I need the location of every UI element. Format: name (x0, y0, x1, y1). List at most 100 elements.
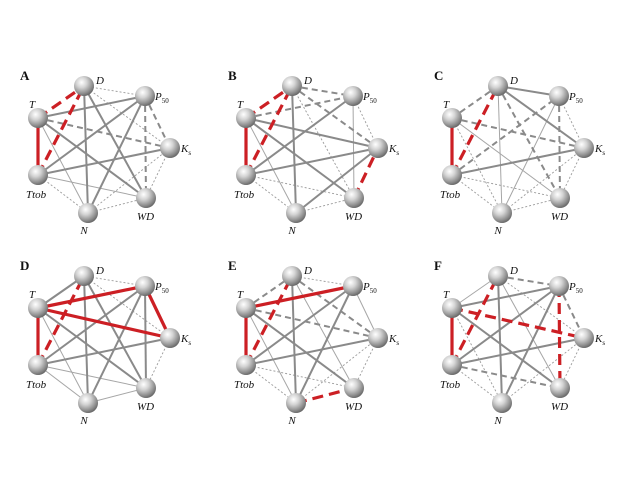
edge-d-n (497, 85, 503, 214)
edge-ttob-ks (451, 147, 585, 176)
node-label-ttob: Ttob (26, 189, 47, 201)
edge-t-n (37, 307, 89, 404)
node-label-wd: WD (345, 211, 362, 223)
node-label-ks: Ks (388, 333, 399, 347)
node-label-t: T (29, 289, 36, 301)
node-d (488, 76, 508, 96)
edge-t-ks (451, 117, 585, 149)
node-ks (574, 328, 594, 348)
edge-d-wd (497, 275, 561, 389)
node-p50 (549, 276, 569, 296)
edge-t-wd (451, 117, 561, 199)
node-ttob (442, 355, 462, 375)
edge-ttob-wd (451, 364, 561, 389)
node-n (286, 203, 306, 223)
node-ks (368, 138, 388, 158)
panel-letter: C (434, 68, 443, 83)
edge-p50-wd (352, 95, 355, 199)
node-label-n: N (287, 415, 296, 427)
edge-t-ks (37, 117, 171, 149)
edge-ttob-ks (245, 147, 379, 176)
edge-d-n (83, 275, 89, 404)
edge-ttob-ks (451, 337, 585, 366)
node-label-n: N (79, 225, 88, 237)
node-label-p50: P50 (154, 91, 169, 105)
node-n (286, 393, 306, 413)
edge-n-ks (295, 337, 379, 404)
node-label-n: N (79, 415, 88, 427)
node-label-t: T (29, 99, 36, 111)
edge-d-ks (83, 275, 171, 339)
edge-n-ks (501, 337, 585, 404)
edge-n-p50 (501, 95, 560, 214)
edge-d-n (291, 275, 297, 404)
node-label-p50: P50 (362, 91, 377, 105)
node-ks (160, 328, 180, 348)
node-label-n: N (287, 225, 296, 237)
node-d (488, 266, 508, 286)
edge-n-p50 (87, 95, 146, 214)
node-d (282, 76, 302, 96)
node-label-t: T (443, 99, 450, 111)
node-label-p50: P50 (568, 91, 583, 105)
edge-d-wd (83, 85, 147, 199)
edge-d-n (291, 85, 297, 214)
node-label-wd: WD (137, 401, 154, 413)
node-wd (550, 188, 570, 208)
edge-t-wd (245, 117, 355, 199)
edge-d-wd (291, 85, 355, 199)
edge-t-p50 (245, 284, 354, 310)
node-label-wd: WD (345, 401, 362, 413)
edge-t-n (245, 307, 297, 404)
node-ks (368, 328, 388, 348)
node-ttob (442, 165, 462, 185)
node-label-d: D (303, 75, 312, 87)
node-label-t: T (237, 289, 244, 301)
node-t (236, 298, 256, 318)
node-t (28, 298, 48, 318)
edge-ttob-ks (37, 147, 171, 176)
edge-t-ks (245, 117, 379, 149)
node-p50 (343, 86, 363, 106)
node-label-ttob: Ttob (234, 379, 255, 391)
node-ks (160, 138, 180, 158)
node-label-p50: P50 (362, 281, 377, 295)
edge-ttob-wd (451, 174, 561, 199)
edge-t-wd (37, 307, 147, 389)
node-label-wd: WD (551, 211, 568, 223)
node-n (78, 203, 98, 223)
node-label-wd: WD (137, 211, 154, 223)
edge-t-n (245, 117, 297, 214)
node-t (442, 108, 462, 128)
edge-t-p50 (451, 285, 560, 309)
node-label-ttob: Ttob (440, 189, 461, 201)
edge-d-n (497, 275, 503, 404)
node-ks (574, 138, 594, 158)
edge-t-ks (245, 307, 379, 339)
node-t (28, 108, 48, 128)
edge-t-n (451, 307, 503, 404)
node-label-n: N (493, 415, 502, 427)
edge-ttob-p50 (37, 95, 146, 176)
edge-t-p50 (245, 95, 354, 119)
edge-ttob-p50 (451, 95, 560, 176)
edge-ttob-wd (245, 174, 355, 199)
node-label-d: D (95, 265, 104, 277)
edge-t-n (37, 117, 89, 214)
node-p50 (343, 276, 363, 296)
node-label-ttob: Ttob (440, 379, 461, 391)
node-label-p50: P50 (568, 281, 583, 295)
node-label-ks: Ks (594, 333, 605, 347)
edge-d-wd (83, 275, 147, 389)
edge-t-wd (451, 307, 561, 389)
node-d (74, 266, 94, 286)
edge-d-ks (497, 275, 585, 339)
node-d (74, 76, 94, 96)
edge-ttob-n (245, 364, 297, 404)
node-t (236, 108, 256, 128)
edge-ttob-p50 (451, 285, 560, 366)
edge-d-ks (291, 275, 379, 339)
